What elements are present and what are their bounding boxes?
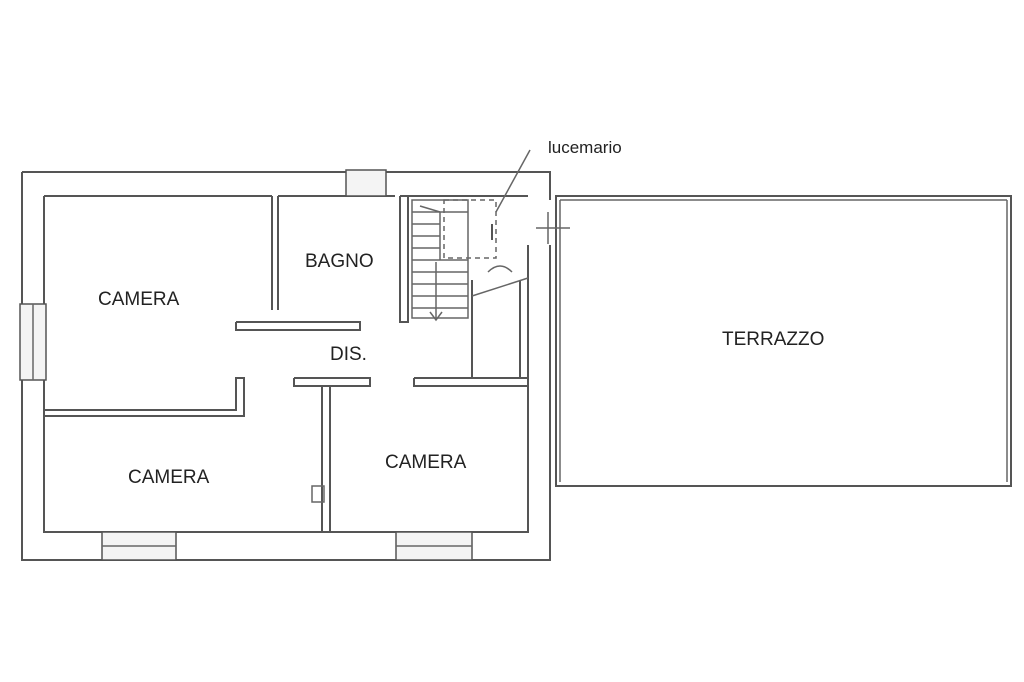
room-label-camera-top-left: CAMERA xyxy=(98,289,180,310)
room-label-terrazzo: TERRAZZO xyxy=(722,329,824,350)
terrace xyxy=(536,195,1012,487)
interior-walls xyxy=(44,196,529,533)
skylight xyxy=(443,149,531,273)
staircase xyxy=(411,199,529,322)
room-label-bagno: BAGNO xyxy=(305,251,374,272)
room-label-dis: DIS. xyxy=(330,344,367,365)
skylight-annotation: lucemario xyxy=(548,138,622,157)
room-label-camera-bottom-right: CAMERA xyxy=(385,452,467,473)
windows xyxy=(19,169,473,561)
window-top xyxy=(345,169,387,197)
outer-walls xyxy=(21,171,551,561)
room-label-camera-bottom-left: CAMERA xyxy=(128,467,210,488)
